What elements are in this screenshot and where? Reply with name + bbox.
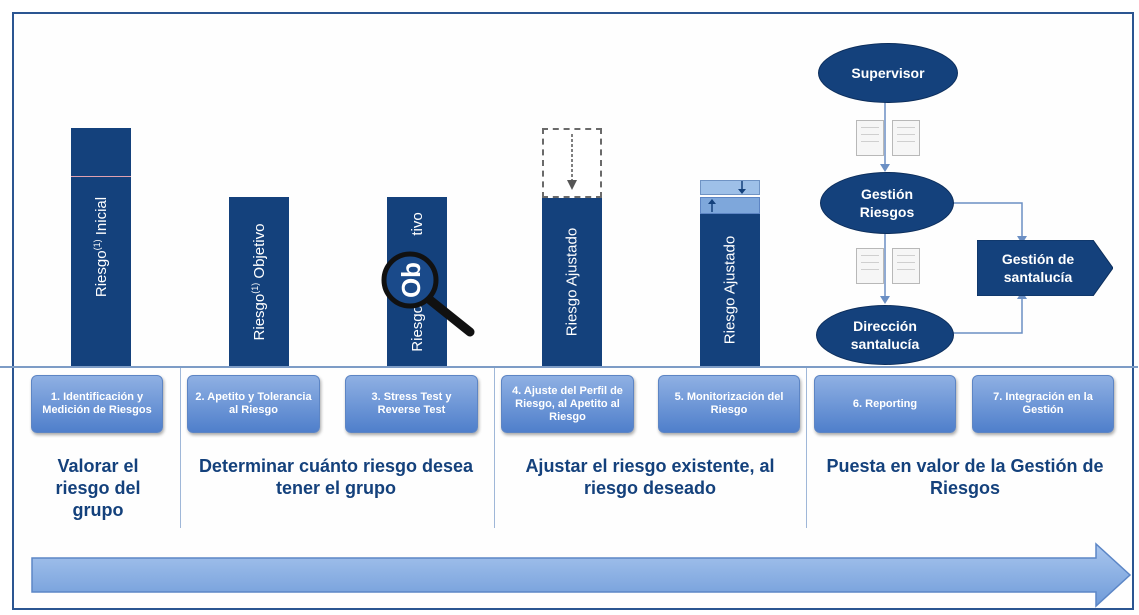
phase-label-4: Puesta en valor de la Gestión de Riesgos — [826, 456, 1104, 498]
node-label: Supervisor — [851, 65, 925, 81]
bar-riesgo-ajustado: Riesgo Ajustado — [542, 198, 602, 366]
document-icon — [892, 248, 920, 284]
step-4: 4. Ajuste del Perfil de Riesgo, al Apeti… — [501, 375, 634, 433]
step-2: 2. Apetito y Tolerancia al Riesgo — [187, 375, 320, 433]
step-label: 3. Stress Test y Reverse Test — [371, 391, 452, 416]
progress-arrow — [31, 542, 1132, 608]
pentagon-shape — [977, 240, 1113, 296]
magnifier-icon — [381, 251, 475, 337]
dashed-excess-box — [542, 128, 602, 198]
step-label: 1. Identificación y Medición de Riesgos — [42, 391, 152, 416]
document-icon — [856, 120, 884, 156]
section-divider — [494, 368, 495, 528]
document-icon — [856, 248, 884, 284]
step-label: 5. Monitorización del Riesgo — [674, 391, 784, 416]
step-label: 4. Ajuste del Perfil de Riesgo, al Apeti… — [512, 384, 623, 423]
node-gestion-santalucia: Gestión de santalucía — [977, 240, 1113, 296]
document-icon — [892, 120, 920, 156]
node-gestion-riesgos: Gestión Riesgos — [820, 172, 954, 234]
step-1: 1. Identificación y Medición de Riesgos — [31, 375, 163, 433]
bar-top-segment — [700, 180, 760, 195]
phase-label-1: Valorar el riesgo del grupo — [55, 456, 141, 520]
node-supervisor: Supervisor — [818, 43, 958, 103]
up-arrow-icon — [708, 199, 716, 212]
node-label: Gestión Riesgos — [859, 186, 915, 220]
step-label: 6. Reporting — [852, 397, 918, 410]
down-arrow-icon — [567, 134, 577, 190]
phase-label-3: Ajustar el riesgo existente, al riesgo d… — [525, 456, 775, 498]
section-divider — [806, 368, 807, 528]
section-divider — [180, 368, 181, 528]
node-label: Gestión de santalucía — [1001, 251, 1075, 285]
bar-riesgo-objetivo: Riesgo(1) Objetivo — [229, 197, 289, 366]
bar-riesgo-inicial: Riesgo(1) Inicial — [71, 128, 131, 366]
baseline-divider — [0, 366, 1138, 368]
bar-split-line — [71, 176, 131, 177]
down-arrow-icon — [738, 181, 746, 194]
step-label: 7. Integración en la Gestión — [993, 391, 1093, 416]
phase-label-2: Determinar cuánto riesgo desea tener el … — [198, 456, 474, 498]
step-7: 7. Integración en la Gestión — [972, 375, 1114, 433]
node-label: Dirección santalucía — [850, 318, 920, 352]
step-5: 5. Monitorización del Riesgo — [658, 375, 800, 433]
step-3: 3. Stress Test y Reverse Test — [345, 375, 478, 433]
bar-second-segment — [700, 197, 760, 214]
step-label: 2. Apetito y Tolerancia al Riesgo — [195, 391, 312, 416]
bar-riesgo-ajustado-monitor: Riesgo Ajustado — [700, 214, 760, 366]
node-direccion-santalucia: Dirección santalucía — [816, 305, 954, 365]
step-6: 6. Reporting — [814, 375, 956, 433]
